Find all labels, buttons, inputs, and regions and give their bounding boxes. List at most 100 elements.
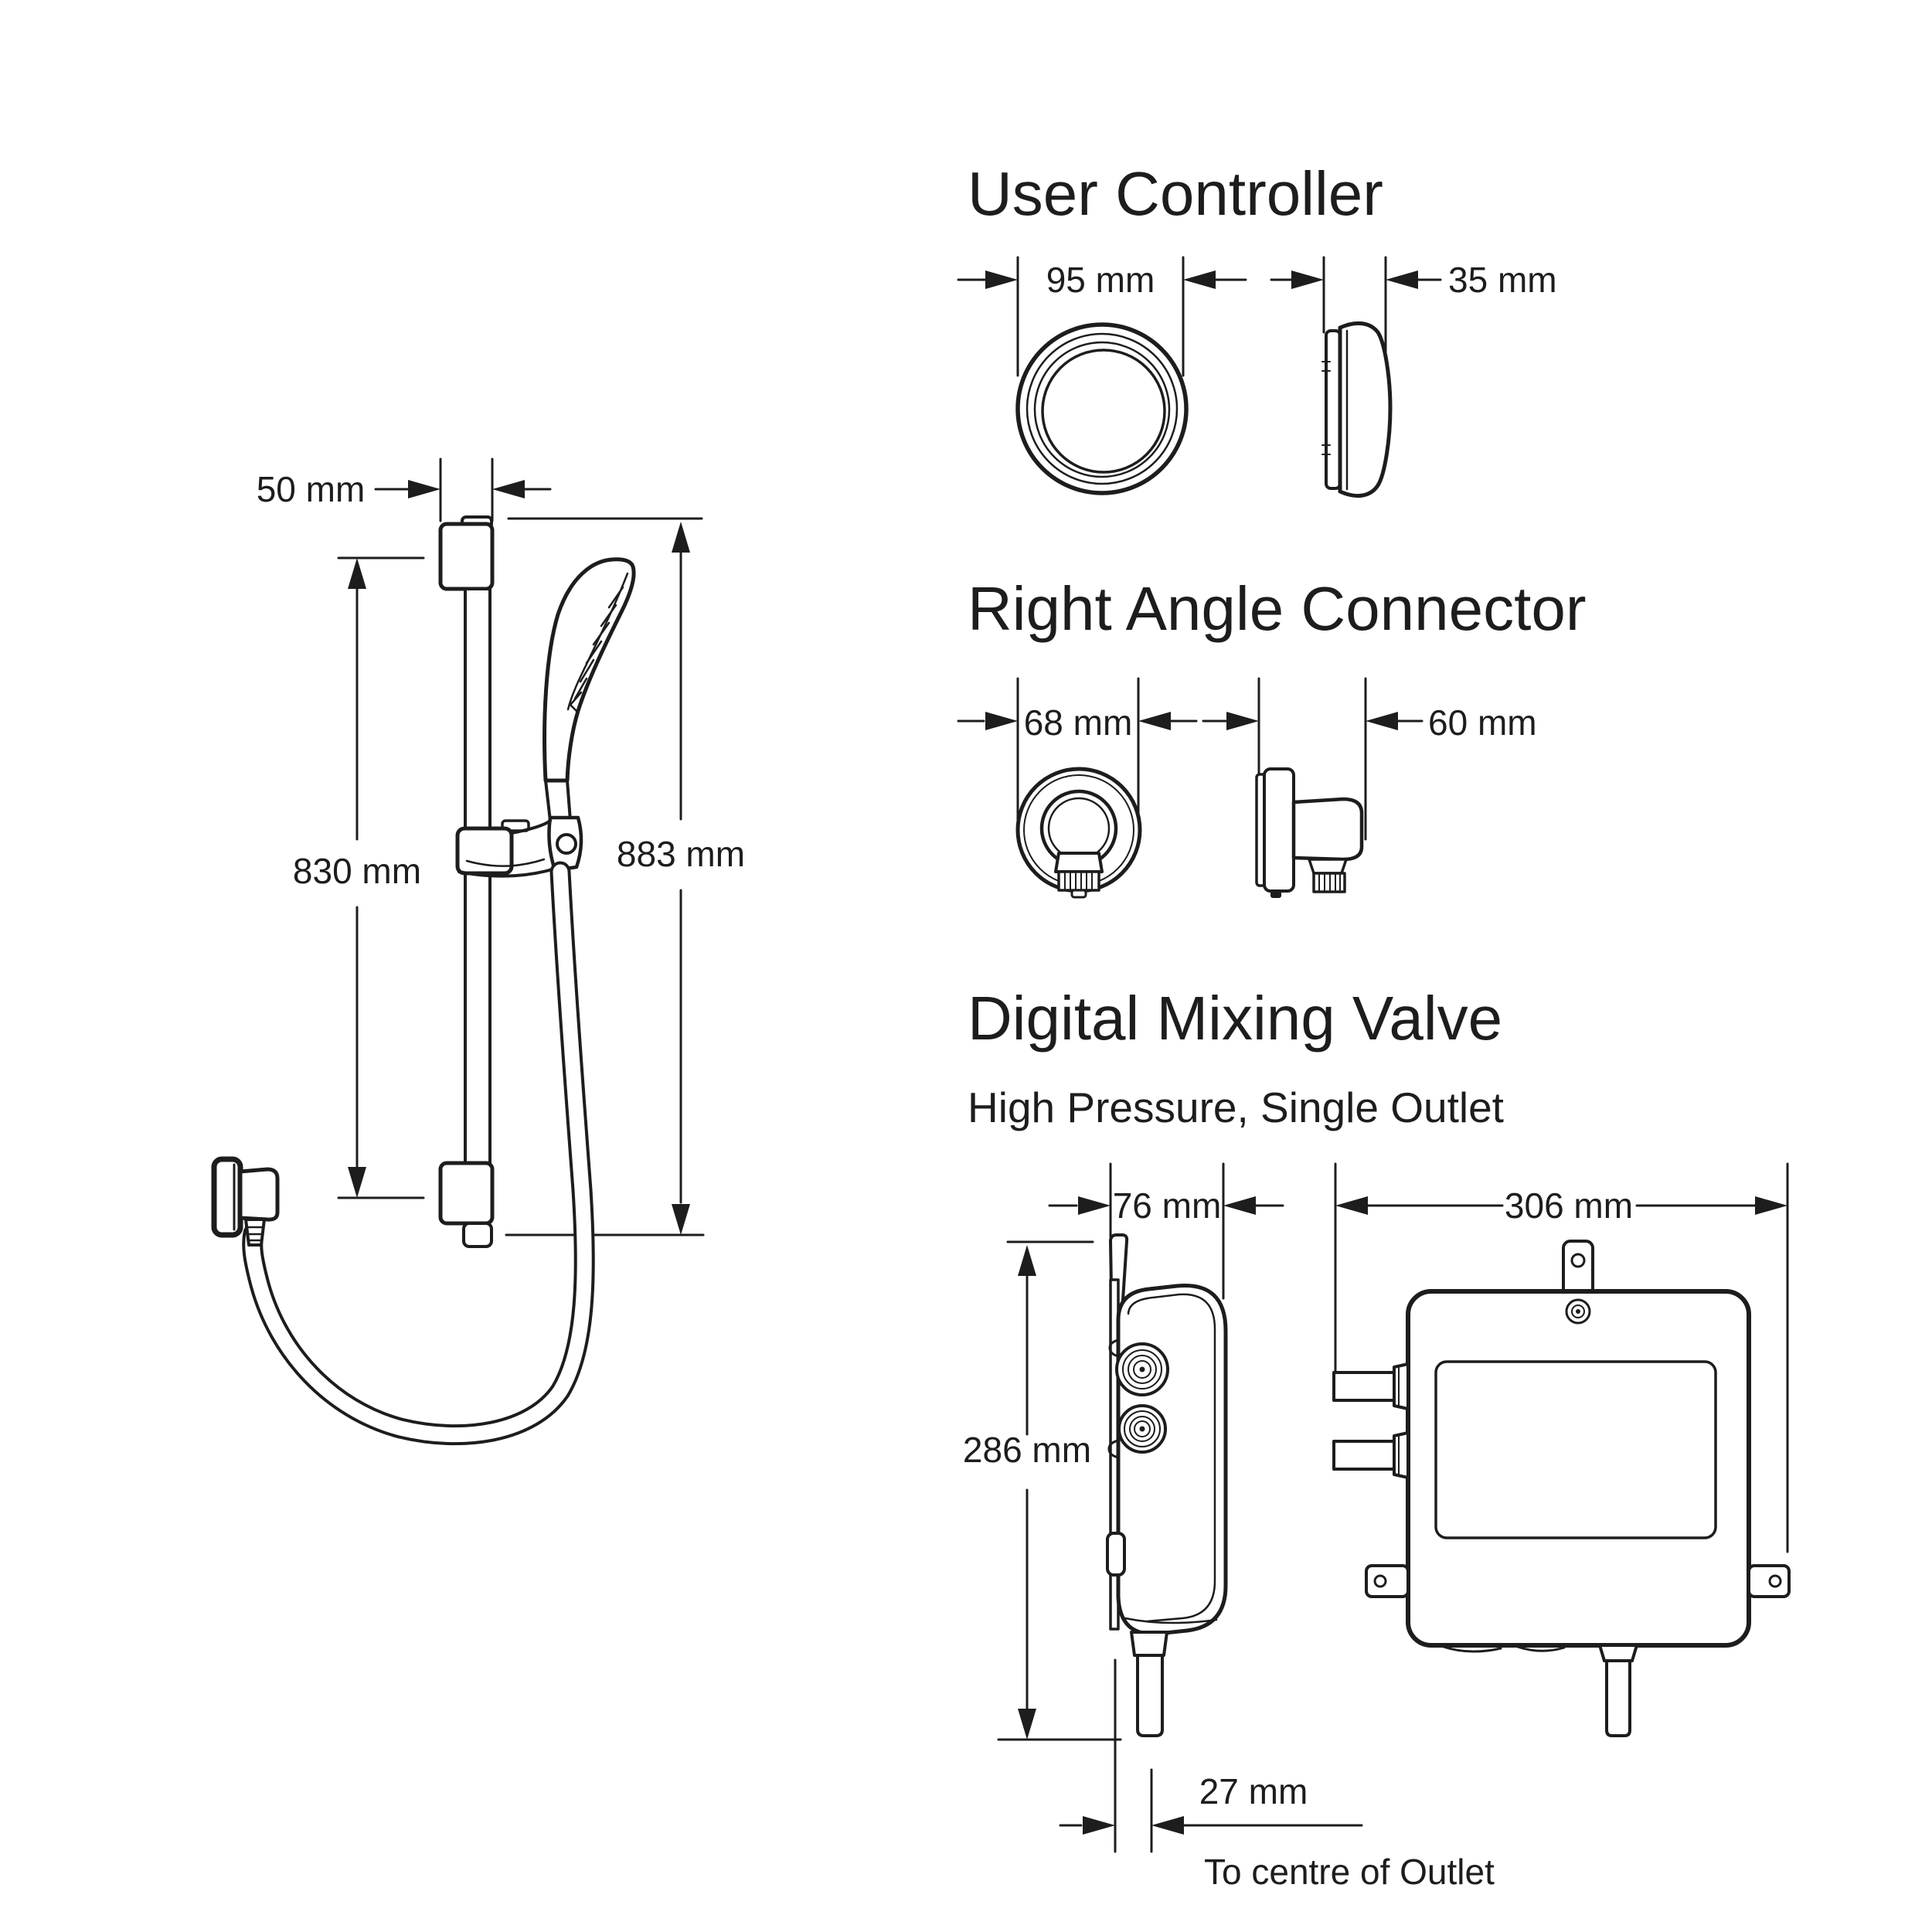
drawing-primitive (1576, 1309, 1580, 1314)
controller-side-view (1321, 321, 1393, 498)
arrowhead-left (1151, 1816, 1184, 1835)
pivot-screw (556, 833, 577, 855)
drawing-primitive (1128, 1355, 1157, 1384)
controller-dial-face (1041, 349, 1166, 474)
arrowhead-left (1366, 712, 1398, 730)
dim-883mm: 883 mm (505, 517, 745, 1236)
connector-side-view (1255, 767, 1364, 898)
edge-bump (1108, 1338, 1120, 1358)
arrowhead-up (672, 522, 690, 553)
outlet-tip (1070, 889, 1087, 899)
dim-830mm: 830 mm (293, 556, 425, 1199)
drawing-primitive (1332, 1440, 1396, 1471)
side-button (1106, 1532, 1126, 1577)
dim-286mm: 286 mm (963, 1240, 1122, 1741)
elbow-nut (244, 1218, 266, 1247)
drawing-primitive (1393, 1362, 1410, 1410)
dim-label-830mm: 830 mm (293, 851, 421, 891)
digital-mixing-valve-title: Digital Mixing Valve (968, 984, 1502, 1053)
dim-27mm: 27 mm To centre of Outlet (1059, 1658, 1495, 1892)
drawing-primitive (569, 691, 583, 714)
outlet-collar (1130, 1631, 1168, 1657)
bottom-foot-line (1516, 1645, 1566, 1652)
drawing-primitive (1124, 1410, 1161, 1447)
clamp-arm-inner (465, 858, 546, 867)
handle-left (544, 779, 552, 822)
drawing-primitive (1026, 332, 1179, 485)
dim-label-286mm: 286 mm (963, 1430, 1091, 1470)
front-panel (1434, 1360, 1717, 1539)
connector-front-view (1015, 767, 1142, 899)
tab-hole (1570, 1253, 1586, 1268)
drawing-primitive (600, 604, 617, 628)
drawing-primitive (1033, 341, 1171, 478)
shower-hose (242, 861, 595, 1446)
arrowhead-right (1755, 1196, 1787, 1215)
arrowhead-left (1335, 1196, 1368, 1215)
inlet-pipe-bottom (1332, 1431, 1410, 1479)
dim-label-60mm: 60 mm (1428, 702, 1537, 743)
inlet-port-bottom (1117, 1404, 1167, 1454)
slide-rail (438, 515, 495, 1248)
outlet-neck (1054, 852, 1104, 873)
dim-label-50mm: 50 mm (257, 469, 366, 509)
arrowhead-left (1183, 270, 1216, 289)
drawing-primitive (607, 586, 624, 609)
arrowhead-up (348, 558, 366, 589)
dim-label-27mm: 27 mm (1199, 1771, 1308, 1811)
dim-label-95mm: 95 mm (1046, 260, 1155, 300)
elbow-body (238, 1167, 280, 1222)
arrowhead-down (672, 1204, 690, 1235)
drawing-primitive (1134, 1420, 1151, 1437)
bottom-foot-line (1442, 1645, 1502, 1653)
right-angle-connector-title: Right Angle Connector (968, 574, 1587, 643)
handset-body (543, 557, 636, 783)
digital-mixing-valve-section: Digital Mixing Valve High Pressure, Sing… (963, 984, 1791, 1892)
side-neck (1308, 858, 1348, 875)
wall-plate (1263, 767, 1295, 893)
hose-outer (242, 861, 595, 1446)
valve-side-view (1106, 1233, 1228, 1737)
inlet-port-top (1115, 1342, 1169, 1396)
drawing-primitive (1133, 1360, 1151, 1379)
valve-side-body (1116, 1283, 1228, 1636)
arrowhead-left (1386, 270, 1418, 289)
plate-tip (1270, 891, 1281, 898)
slider-clamp (455, 815, 583, 878)
dim-label-35mm: 35 mm (1448, 260, 1557, 300)
arrowhead-right (1226, 712, 1259, 730)
wall-elbow-connector (211, 1156, 280, 1247)
bottom-inner-curve (1124, 1617, 1218, 1624)
drawing-primitive (1332, 1371, 1396, 1402)
elbow-nut-ridges (246, 1226, 264, 1242)
drawing-primitive (1571, 1304, 1585, 1318)
drawing-primitive (573, 677, 588, 700)
arrowhead-right (985, 712, 1018, 730)
shower-rail-kit-drawing: 50 mm 830 mm (211, 457, 745, 1446)
arrowhead-right (985, 270, 1018, 289)
handle-right (566, 779, 572, 822)
drawing-primitive (1365, 1564, 1410, 1598)
front-outlet-pipe (1605, 1659, 1631, 1737)
arrowhead-left (492, 480, 525, 498)
dim-60mm: 60 mm (1202, 677, 1537, 841)
dim-label-883mm: 883 mm (617, 834, 745, 874)
drawing-primitive (1768, 1574, 1782, 1588)
right-mounting-tab (1747, 1564, 1791, 1598)
front-screw (1565, 1298, 1591, 1325)
arrowhead-down (348, 1167, 366, 1198)
connector-body (1291, 797, 1364, 862)
user-controller-title: User Controller (968, 159, 1383, 228)
controller-body-profile (1338, 321, 1393, 498)
hose-inner (245, 864, 592, 1443)
controller-front-view (1015, 322, 1189, 495)
clamp-arm-bottom (457, 867, 556, 878)
dim-label-76mm: 76 mm (1113, 1185, 1222, 1226)
drawing-primitive (1122, 1349, 1162, 1389)
digital-mixing-valve-subtitle: High Pressure, Single Outlet (968, 1083, 1504, 1131)
arrowhead-right (408, 480, 440, 498)
arrowhead-right (1291, 270, 1324, 289)
thread-lines (1064, 872, 1093, 889)
